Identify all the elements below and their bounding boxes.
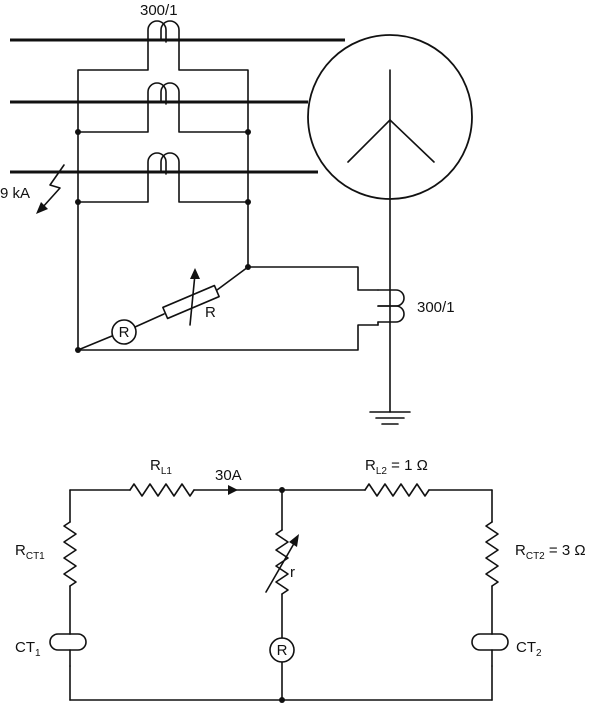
neutral-ct-coil — [377, 289, 405, 326]
rl1-label: RL1 — [150, 457, 172, 477]
ct2-coil — [471, 633, 509, 667]
fault-arrow-icon — [36, 164, 65, 214]
line-ct-a — [147, 20, 180, 43]
resistor-rct2 — [485, 521, 499, 587]
junction-dot — [75, 129, 81, 135]
variable-arrow-head — [190, 268, 200, 279]
junction-dot — [75, 199, 81, 205]
line-ct-b — [147, 82, 180, 105]
current-direction-arrow — [228, 485, 238, 495]
variable-resistor-label: r — [290, 564, 295, 581]
relay-circle — [111, 319, 137, 345]
neutral-ct-ratio-label: 300/1 — [417, 299, 455, 316]
ct1-coil — [49, 633, 87, 667]
line-ct-coils — [147, 20, 180, 175]
variable-arrow-shaft — [189, 273, 196, 326]
current-label: 30A — [215, 467, 242, 484]
resistor-rl1 — [129, 483, 195, 497]
ct2-label: CT2 — [516, 639, 542, 659]
equivalent-circuit: RL1 30A RL2 = 1 Ω RCT1 CT1 r R — [15, 457, 586, 703]
rct2-label: RCT2 = 3 Ω — [515, 542, 586, 562]
rct1-label: RCT1 — [15, 542, 45, 562]
line-ct-c — [147, 152, 180, 175]
earth-ground-icon — [369, 411, 411, 425]
resistor-rct1 — [63, 521, 77, 587]
rl2-label: RL2 = 1 Ω — [365, 457, 428, 477]
relay-label: R — [119, 324, 130, 341]
junction-dot — [245, 199, 251, 205]
star-winding-icon — [347, 69, 435, 163]
variable-resistor-r — [275, 529, 289, 595]
relay-label-lower: R — [277, 642, 288, 659]
junction-dot — [245, 129, 251, 135]
ct1-label: CT1 — [15, 639, 41, 659]
resistor-rl2 — [364, 483, 430, 497]
stabilizing-resistor — [162, 284, 220, 320]
restricted-earth-fault-scheme: 300/1 R R — [0, 2, 473, 425]
variable-resistor-arrow — [265, 539, 297, 593]
ct-secondary-wiring — [77, 39, 249, 351]
stabilizing-resistor-label: R — [205, 304, 216, 321]
fault-current-label: 9 kA — [0, 185, 30, 202]
line-ct-ratio-label: 300/1 — [140, 2, 178, 19]
